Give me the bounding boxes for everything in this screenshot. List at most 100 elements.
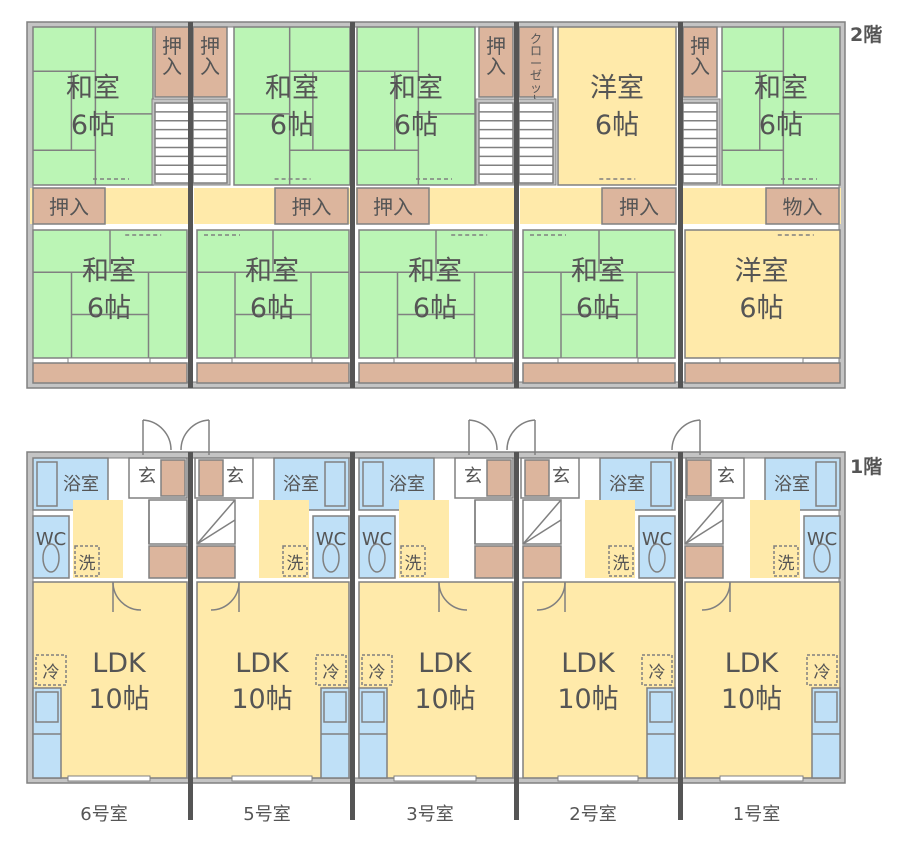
wc-label: WC <box>642 529 672 550</box>
closet-top-label-char: 押 <box>200 34 220 58</box>
fridge-space <box>641 654 673 686</box>
back-room-type-label: 和室 <box>245 256 299 287</box>
closet-middle <box>601 187 677 225</box>
ldk-size-label: 10帖 <box>557 684 618 715</box>
washer-label: 洗 <box>778 554 795 574</box>
lower-floor: LDK10帖冷浴室WC洗玄LDK10帖冷浴室WC洗玄LDK10帖冷浴室WC洗玄L… <box>26 419 846 820</box>
washroom <box>73 500 123 578</box>
stairs <box>478 102 514 184</box>
washer-space <box>282 545 308 577</box>
balcony <box>522 362 676 384</box>
party-wall <box>188 452 193 820</box>
stairs <box>154 102 190 184</box>
party-wall <box>678 22 683 388</box>
back-room-size-label: 6帖 <box>413 293 457 324</box>
balcony <box>196 362 350 384</box>
closet-top-label-char: ゼ <box>530 69 542 83</box>
stairs <box>192 102 228 184</box>
front-room-size-label: 6帖 <box>759 110 803 141</box>
closet-top-label-char: 入 <box>486 54 506 78</box>
closet-top-label-char: ロ <box>530 44 542 58</box>
floor-label-1f: 1階 <box>850 456 883 478</box>
fridge-space <box>806 654 838 686</box>
shoe-closet <box>524 459 550 497</box>
front-room-type-label: 和室 <box>389 73 443 104</box>
sink <box>323 691 347 723</box>
shoe-closet <box>160 459 186 497</box>
unit-label: 1号室 <box>732 804 781 825</box>
entrance-door <box>468 419 498 451</box>
tatami-lines <box>359 230 513 358</box>
upper-unit-4: 洋室6帖クローゼット押入和室6帖 <box>515 26 677 384</box>
entrance-label: 玄 <box>226 466 244 487</box>
fridge-space <box>35 654 67 686</box>
fridge-label: 冷 <box>323 663 340 683</box>
ldk-label: LDK <box>235 648 290 679</box>
closet-top-label: 押入 <box>162 34 182 78</box>
closet-top-label: 押入 <box>486 34 506 78</box>
shoe-closet <box>686 459 712 497</box>
front-room-type-label: 洋室 <box>590 73 644 104</box>
washer-space <box>773 545 799 577</box>
ldk-label: LDK <box>418 648 473 679</box>
bath-label: 浴室 <box>283 474 319 495</box>
tatami-lines <box>722 27 840 185</box>
party-wall <box>188 22 193 388</box>
ldk-label: LDK <box>725 648 780 679</box>
balcony <box>684 362 841 384</box>
stairs <box>518 102 554 184</box>
washer-label: 洗 <box>79 554 96 574</box>
wc-label: WC <box>316 529 346 550</box>
unit-label: 5号室 <box>243 804 291 825</box>
toilet-icon <box>813 543 831 573</box>
back-room-size-label: 6帖 <box>739 293 783 324</box>
ldk-size-label: 10帖 <box>414 684 475 715</box>
storage <box>148 545 188 579</box>
tatami-lines <box>523 230 675 358</box>
front-room <box>557 26 677 186</box>
ldk-size-label: 10帖 <box>231 684 292 715</box>
closet-middle-label: 押入 <box>373 195 413 219</box>
closet-top-label-char: 入 <box>162 54 182 78</box>
entrance-door <box>180 419 210 451</box>
bathtub <box>815 461 837 507</box>
bath-label: 浴室 <box>389 474 425 495</box>
tatami-lines <box>357 27 475 185</box>
closet-middle-label: 押入 <box>619 195 659 219</box>
washroom <box>399 500 449 578</box>
window <box>557 775 639 782</box>
party-wall <box>350 452 355 820</box>
back-room-size-label: 6帖 <box>87 293 131 324</box>
back-room-type-label: 和室 <box>408 256 462 287</box>
closet-top-label-char: 入 <box>200 54 220 78</box>
floor-label-2f: 2階 <box>850 24 883 46</box>
fridge-label: 冷 <box>649 663 666 683</box>
closet-top-label-char: ー <box>530 56 542 70</box>
closet-middle <box>32 187 106 225</box>
stairs <box>682 102 718 184</box>
washroom <box>585 500 635 578</box>
tatami-lines <box>197 230 349 358</box>
toilet-icon <box>322 543 340 573</box>
front-room-size-label: 6帖 <box>595 110 639 141</box>
back-room <box>684 229 841 359</box>
closet-top-label-char: 押 <box>162 34 182 58</box>
fridge-label: 冷 <box>814 663 831 683</box>
washer-space <box>608 545 634 577</box>
closet-top-label: 押入 <box>690 34 710 78</box>
closet-top-label: 押入 <box>200 34 220 78</box>
entrance-label: 玄 <box>552 466 570 487</box>
back-room-size-label: 6帖 <box>250 293 294 324</box>
closet-top-label-char: 入 <box>690 54 710 78</box>
fridge-label: 冷 <box>369 663 386 683</box>
shoe-closet <box>198 459 224 497</box>
closet-top-label-char: ッ <box>530 81 542 95</box>
balcony <box>358 362 514 384</box>
storage <box>522 545 562 579</box>
closet-middle-label: 物入 <box>783 195 823 219</box>
tatami-lines <box>33 230 187 358</box>
